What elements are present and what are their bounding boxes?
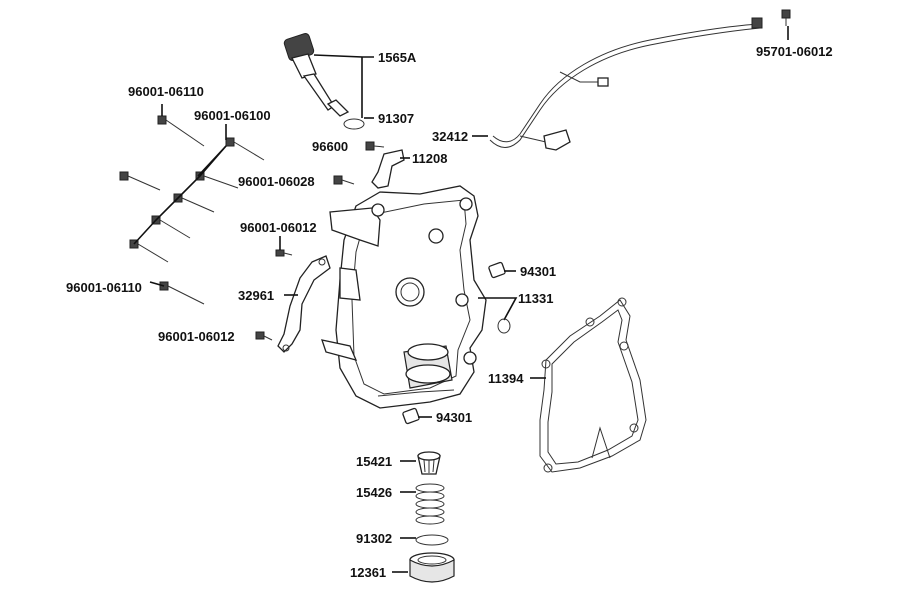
- bolt-96001-06012-low-part: [255, 331, 273, 341]
- label-94301-low: 94301: [436, 410, 472, 425]
- filter-screen-15421-part: [417, 451, 441, 475]
- leader-1565a: [313, 54, 374, 118]
- bolt-96001-06012-mid-part: [275, 236, 293, 257]
- label-96001-06100: 96001-06100: [194, 108, 271, 123]
- bolt-96001-06028-part: [333, 175, 355, 185]
- label-94301-top: 94301: [520, 264, 556, 279]
- dowel-pin-low-part: [402, 407, 420, 425]
- plate-32961-part: [277, 255, 331, 353]
- label-11394: 11394: [488, 371, 524, 386]
- dipstick-part: [283, 33, 350, 117]
- cap-12361-part: [409, 552, 455, 583]
- dowel-pin-top-part: [488, 261, 506, 279]
- bracket-11208-part: [371, 149, 405, 189]
- label-1565a: 1565A: [378, 50, 417, 65]
- label-96001-06110-top: 96001-06110: [128, 84, 204, 99]
- crankcase-cover-part: [321, 185, 487, 409]
- cable-32412-part: [489, 17, 763, 151]
- label-15421: 15421: [356, 454, 392, 469]
- label-96001-06012-low: 96001-06012: [158, 329, 235, 344]
- label-11208: 11208: [412, 151, 447, 166]
- bolt-95701-06012-part: [781, 9, 791, 40]
- oring-91302-part: [415, 534, 449, 546]
- label-96600: 96600: [312, 139, 348, 154]
- gasket-11394-part: [539, 297, 647, 473]
- label-95701-06012: 95701-06012: [756, 44, 833, 59]
- label-91307: 91307: [378, 111, 414, 126]
- oring-part: [343, 118, 365, 130]
- label-96001-06110-low: 96001-06110: [66, 280, 142, 295]
- label-96001-06028: 96001-06028: [238, 174, 315, 189]
- screw-96600-part: [365, 141, 385, 151]
- spring-15426-part: [415, 483, 445, 525]
- label-12361: 12361: [350, 565, 386, 580]
- bolt-group-left: [119, 104, 265, 305]
- ring-11331-part: [497, 318, 511, 334]
- label-32412: 32412: [432, 129, 468, 144]
- label-91302: 91302: [356, 531, 392, 546]
- label-11331: 11331: [518, 291, 553, 306]
- label-96001-06012-mid: 96001-06012: [240, 220, 317, 235]
- label-15426: 15426: [356, 485, 392, 500]
- label-32961: 32961: [238, 288, 274, 303]
- leader-11331: [478, 297, 518, 321]
